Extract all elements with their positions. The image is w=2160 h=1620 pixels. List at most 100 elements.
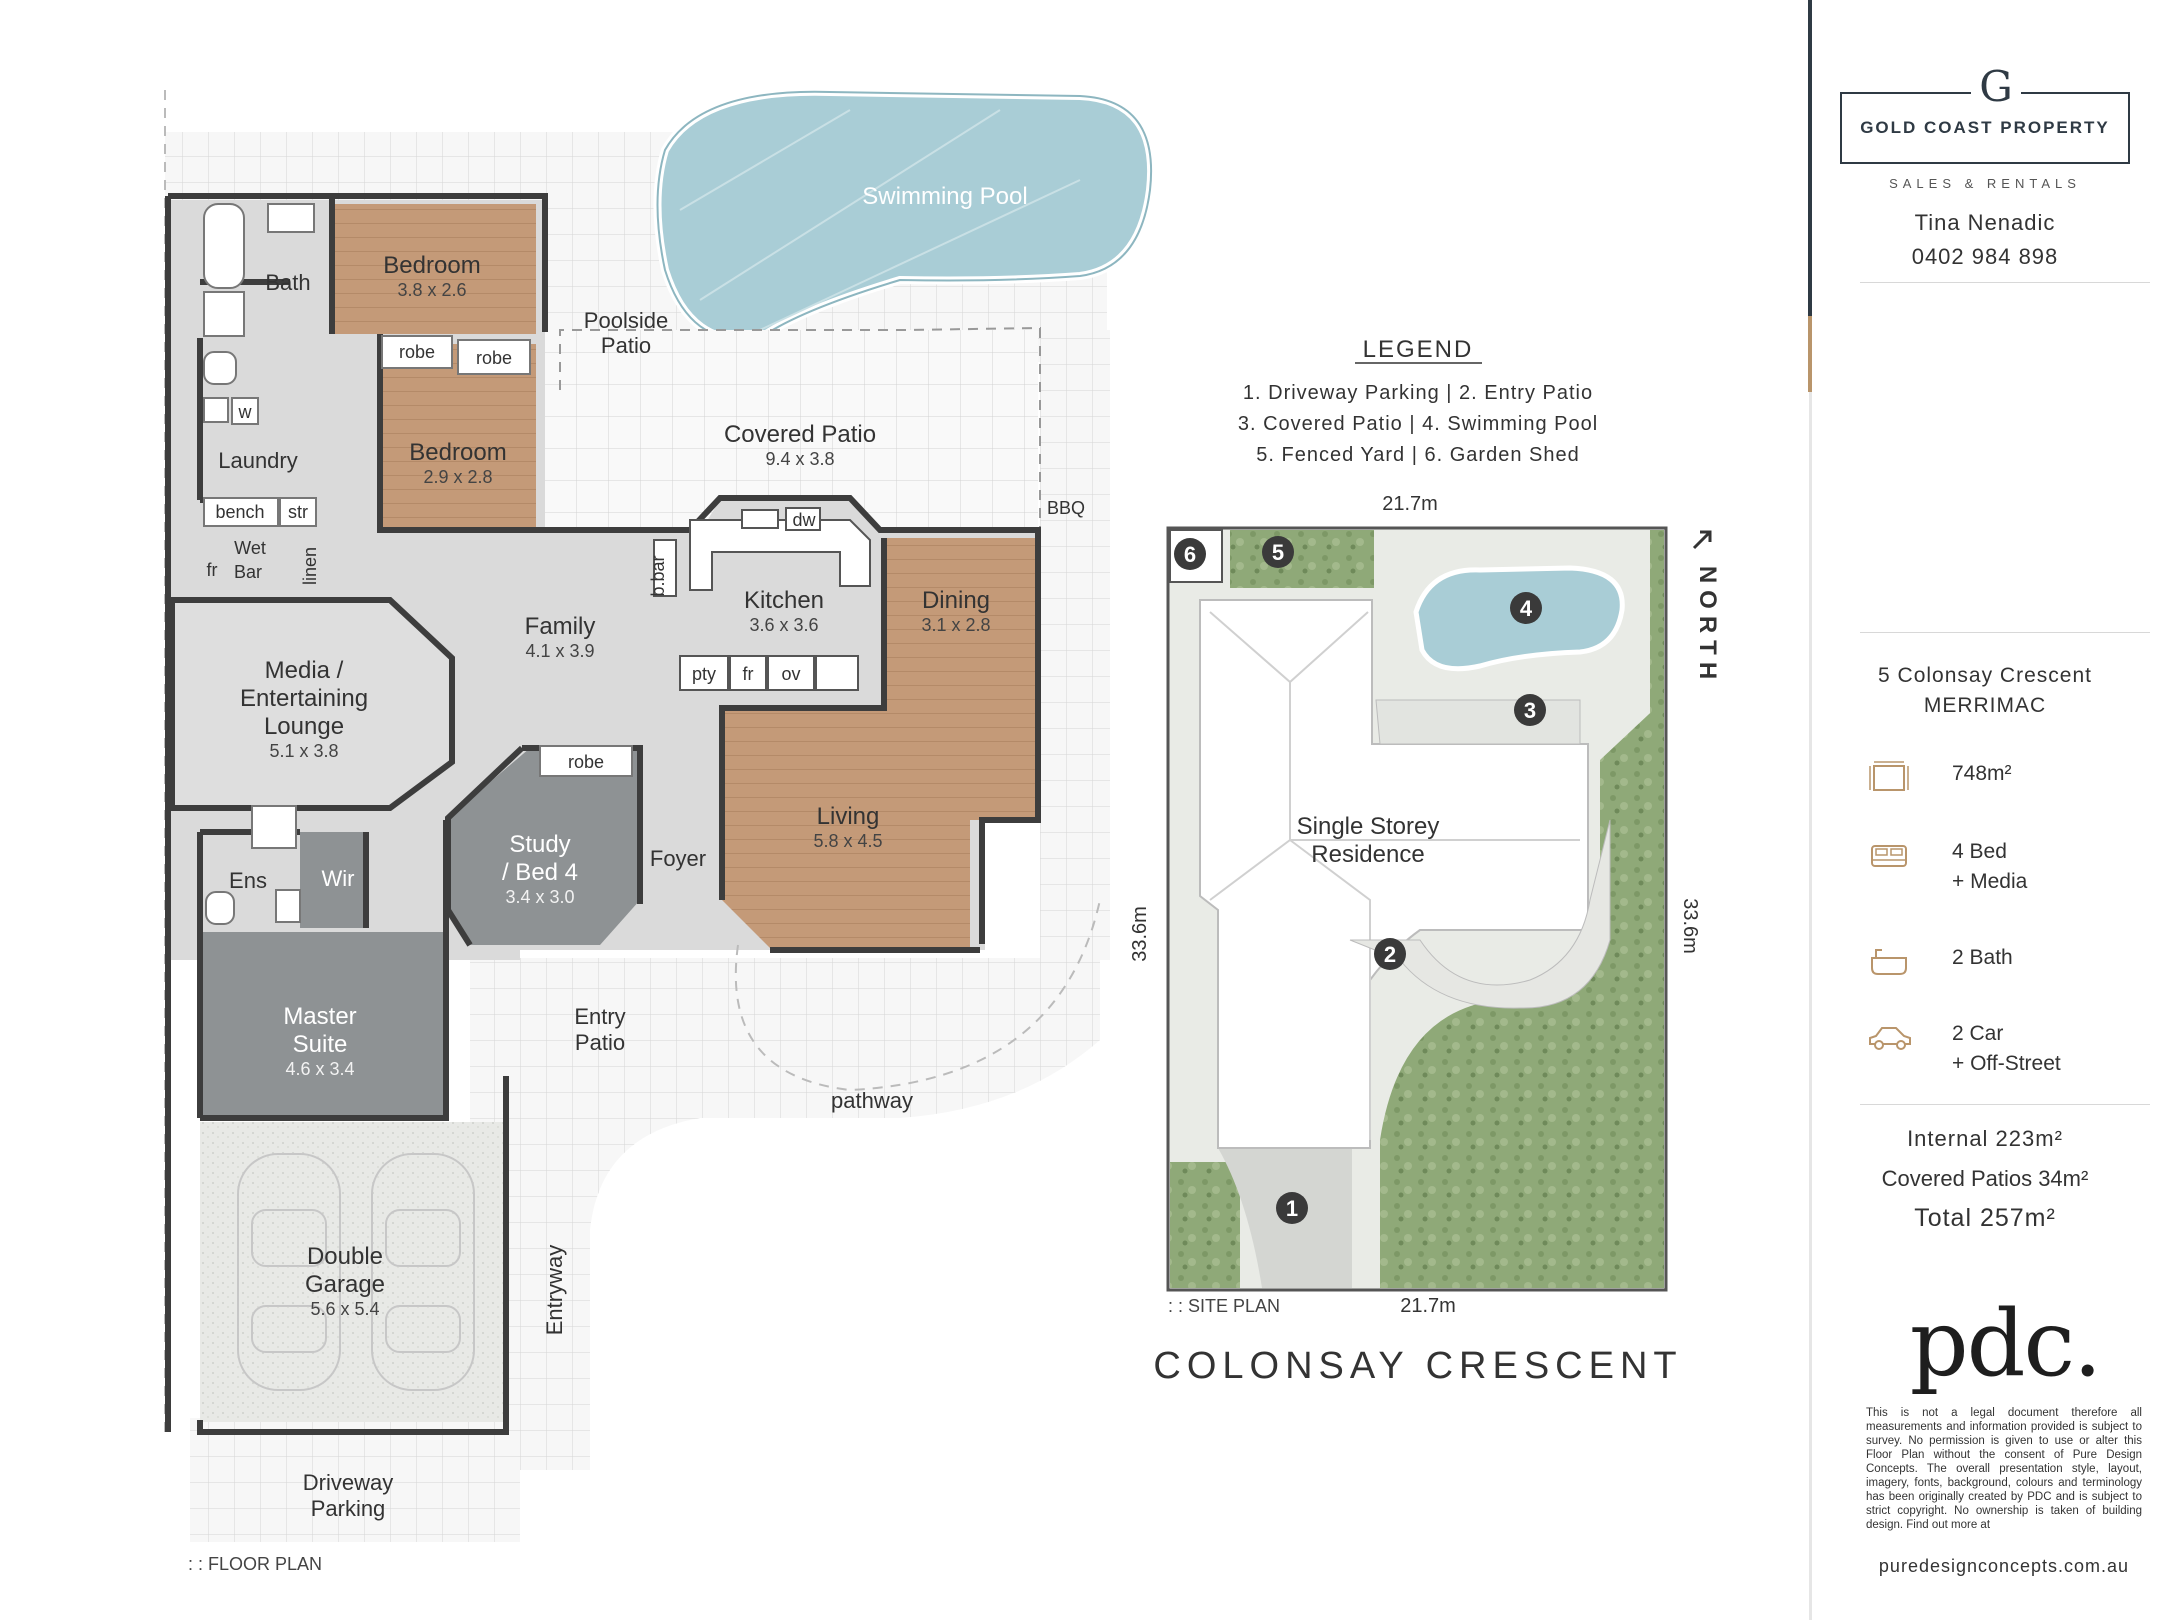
ensuite-basin: [275, 889, 301, 923]
sidebar-rule: [1809, 392, 1812, 1620]
covered-patio-label: Covered Patio: [724, 421, 876, 448]
washer: [203, 397, 229, 423]
address-suburb: MERRIMAC: [1923, 694, 2047, 717]
pdc-website: puredesignconcepts.com.au: [1878, 1556, 2130, 1576]
site-covered-patio: [1375, 699, 1581, 745]
linen-label: linen: [300, 547, 320, 585]
fr-kitchen-label: fr: [743, 664, 754, 684]
b-bar-box: [653, 539, 677, 597]
family-dim: 4.1 x 3.9: [525, 641, 594, 661]
fr-laundry-label: fr: [207, 560, 218, 580]
bedroom-1: [332, 204, 536, 334]
legend: LEGEND 1. Driveway Parking | 2. Entry Pa…: [1238, 336, 1598, 466]
sidebar-accent-dark: [1808, 0, 1815, 316]
marker-5: 5: [1262, 536, 1294, 568]
wet-bar-label-2: Bar: [234, 562, 262, 582]
driveway-label-2: Parking: [311, 1496, 386, 1521]
agent-phone: 0402 984 898: [1911, 244, 2059, 269]
study-label-1: Study: [509, 831, 570, 858]
svg-text:5: 5: [1272, 540, 1284, 565]
bedroom-1-label: Bedroom: [383, 252, 480, 279]
vanity: [267, 203, 315, 233]
robe-c-label: robe: [568, 752, 604, 772]
study: [448, 748, 640, 945]
bench-label: bench: [215, 502, 264, 522]
master-suite: [200, 932, 446, 1116]
foyer-label: Foyer: [650, 846, 706, 871]
entryway-label: Entryway: [542, 1245, 567, 1335]
w-label: w: [238, 402, 253, 422]
marker-3: 3: [1514, 694, 1546, 726]
car-icon: [1869, 1027, 1911, 1050]
pty-label: pty: [692, 664, 716, 684]
ov-box: [767, 655, 815, 691]
robe-b-label: robe: [476, 348, 512, 368]
side-path: [1040, 330, 1110, 960]
internal-area: Internal 223m²: [1907, 1126, 2063, 1151]
site-right-dim: 33.6m: [1679, 898, 1701, 954]
dw-box: [785, 507, 821, 531]
bedroom-2-label: Bedroom: [409, 439, 506, 466]
site-left-dim: 33.6m: [1129, 906, 1151, 962]
street-name: COLONSAY CRESCENT: [1153, 1345, 1682, 1387]
pathway: [734, 899, 1101, 1092]
feature-bath: 2 Bath: [1860, 942, 2150, 1002]
svg-text:1: 1: [1286, 1196, 1298, 1221]
pathway-label: pathway: [831, 1088, 913, 1113]
marker-6: 6: [1174, 538, 1206, 570]
legend-title: LEGEND: [1363, 336, 1474, 363]
media-dim: 5.1 x 3.8: [269, 741, 338, 761]
site-lawn: [1380, 700, 1664, 1288]
dining-label: Dining: [922, 587, 990, 614]
bed-icon: [1871, 845, 1907, 867]
media-lounge: [169, 597, 455, 811]
robe-b-box: [457, 339, 531, 375]
wir: [300, 832, 366, 928]
sidebar: [1812, 0, 2160, 1620]
svg-text:3: 3: [1524, 698, 1536, 723]
legend-line-3: 5. Fenced Yard | 6. Garden Shed: [1256, 444, 1579, 466]
covered-patio-dim: 9.4 x 3.8: [765, 449, 834, 469]
ensuite-toilet: [205, 891, 235, 925]
robe-a-box: [381, 335, 453, 369]
svg-text:4: 4: [1520, 596, 1533, 621]
bedroom-1-dim: 3.8 x 2.6: [397, 280, 466, 300]
driveway-paving: [190, 1418, 520, 1542]
site-residence-label-1: Single Storey: [1297, 813, 1440, 840]
poolside-patio-label-2: Patio: [601, 333, 651, 358]
north-arrow-icon: [1692, 530, 1712, 550]
feature-car-extra: + Off-Street: [1952, 1052, 2061, 1075]
marker-4: 4: [1510, 592, 1542, 624]
front-paving: [470, 958, 1100, 1470]
b-bar-label: b.bar: [648, 555, 668, 596]
toilet: [203, 351, 237, 385]
site-lawn-top: [1230, 530, 1374, 588]
sidebar-accent-gold: [1808, 316, 1815, 392]
media-label-3: Lounge: [264, 713, 344, 740]
master-dim: 4.6 x 3.4: [285, 1059, 354, 1079]
study-dim: 3.4 x 3.0: [505, 887, 574, 907]
family-label: Family: [525, 613, 596, 640]
garage-label-1: Double: [307, 1243, 383, 1270]
bench-box: [203, 497, 279, 527]
media-label-2: Entertaining: [240, 685, 368, 712]
master-label-2: Suite: [293, 1031, 348, 1058]
w-box: [231, 397, 259, 425]
wet-bar-label-1: Wet: [234, 538, 266, 558]
sink: [741, 509, 779, 529]
site-bottom-dim: 21.7m: [1400, 1295, 1456, 1317]
covered-area: Covered Patios 34m²: [1881, 1166, 2089, 1191]
bedroom-2-dim: 2.9 x 2.8: [423, 467, 492, 487]
walls: [165, 193, 1041, 1435]
legend-line-2: 3. Covered Patio | 4. Swimming Pool: [1238, 413, 1598, 435]
site-entry-patio: [1349, 819, 1611, 1009]
wir-label: Wir: [322, 866, 355, 891]
divider: [1860, 1104, 2150, 1105]
kitchen-dim: 3.6 x 3.6: [749, 615, 818, 635]
land-icon: [1869, 761, 1909, 791]
pty-box: [679, 655, 729, 691]
marker-2: 2: [1374, 938, 1406, 970]
bath-icon: [1871, 949, 1907, 975]
feature-bed: 4 Bed + Media: [1860, 836, 2150, 896]
str-box: [279, 497, 317, 527]
